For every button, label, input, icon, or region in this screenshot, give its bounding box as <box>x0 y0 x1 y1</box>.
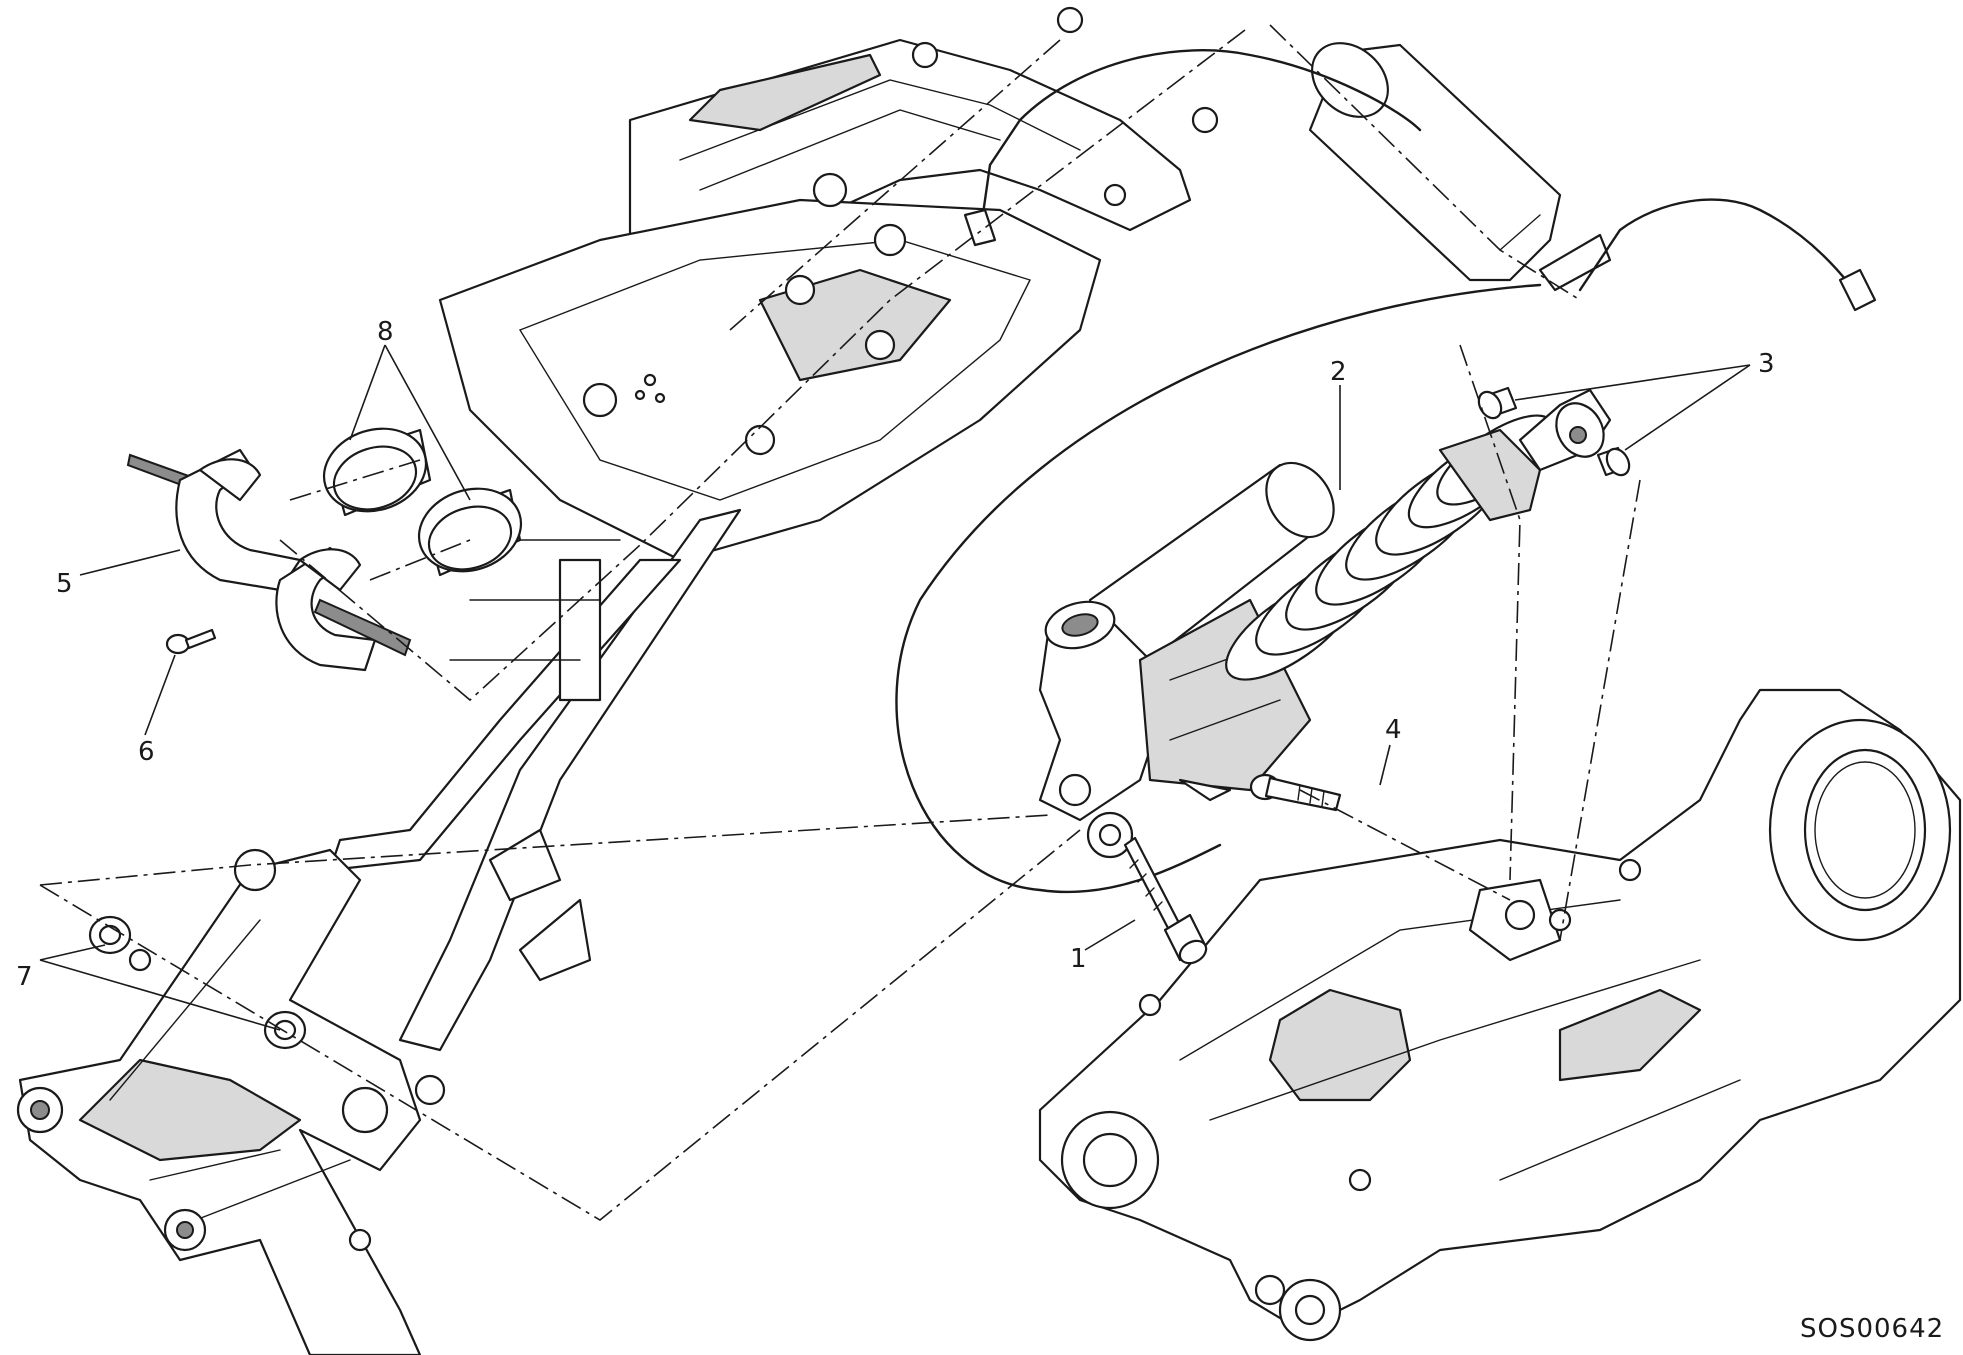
leader-lines <box>39 344 1751 1031</box>
strap-screw <box>165 628 217 655</box>
rear-subframe <box>328 6 1219 1052</box>
callout-5: 5 <box>56 569 73 599</box>
callout-4: 4 <box>1385 715 1402 745</box>
callout-1: 1 <box>1070 944 1087 974</box>
swingarm-bolt <box>1249 773 1342 812</box>
callout-7: 7 <box>16 962 33 992</box>
adjuster-wire <box>1578 198 1852 292</box>
adjuster-connector <box>1838 268 1877 312</box>
sensor-connector <box>963 208 997 247</box>
callout-2: 2 <box>1330 357 1347 387</box>
callout-3: 3 <box>1758 349 1775 379</box>
main-frame <box>16 828 592 1355</box>
sensor-wire <box>978 49 1422 237</box>
reservoir-hose <box>895 283 1542 894</box>
swingarm <box>1038 688 1962 1342</box>
rubber-straps <box>126 448 412 672</box>
callout-6: 6 <box>138 737 155 767</box>
lower-mounting-bolt <box>1123 836 1208 965</box>
assembly-lines <box>39 24 1641 1221</box>
shock-absorber <box>1038 388 1612 859</box>
drawing-code: SOS00642 <box>1800 1314 1944 1344</box>
upper-bushings <box>1477 386 1631 477</box>
callout-8: 8 <box>377 317 394 347</box>
remote-reservoir <box>1308 42 1612 292</box>
